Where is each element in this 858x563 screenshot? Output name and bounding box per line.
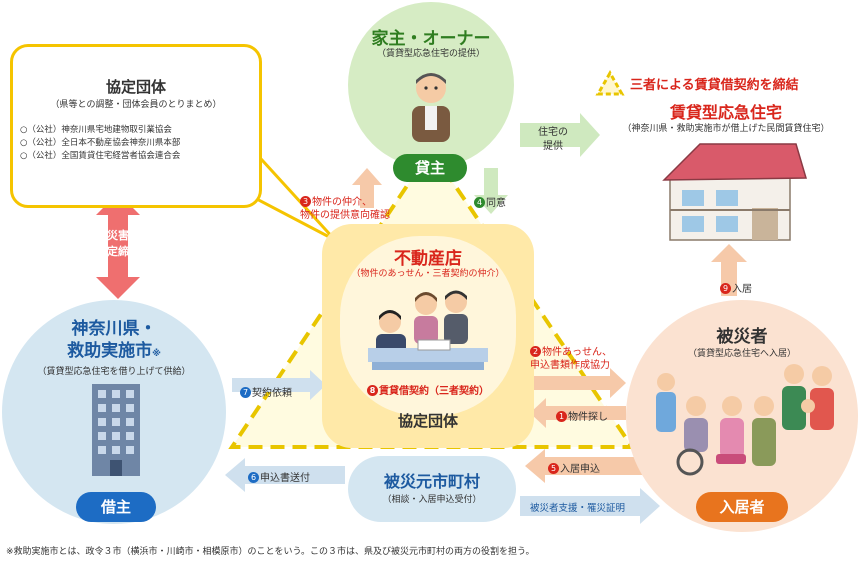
housing-provision-line1: 住宅の bbox=[538, 127, 568, 138]
step2-number: 2 bbox=[530, 346, 541, 357]
prefecture-badge: 借主 bbox=[76, 492, 156, 522]
victim-title: 被災者 bbox=[716, 327, 768, 347]
victim-subtitle: （賃貸型応急住宅へ入居） bbox=[687, 349, 796, 359]
step7-arrow bbox=[232, 370, 326, 400]
step8-number: 8 bbox=[367, 385, 378, 396]
victim-badge: 入居者 bbox=[696, 492, 788, 522]
disaster-agreement-line1: 災害 bbox=[107, 229, 129, 242]
housing-provision-label: 住宅の 提供 bbox=[528, 126, 578, 154]
member-item: ○（公社）全日本不動産協会神奈川県本部 bbox=[20, 138, 181, 148]
evacuee-family-icon bbox=[650, 362, 840, 480]
agreement-group-callout bbox=[10, 44, 262, 208]
step4-text: 同意 bbox=[486, 198, 506, 209]
step7-number: 7 bbox=[240, 387, 251, 398]
realestate-group-label: 協定団体 bbox=[397, 412, 458, 430]
prefecture-title: 神奈川県・ 救助実施市※ bbox=[2, 318, 226, 365]
housing-provision-line2: 提供 bbox=[543, 141, 563, 152]
owner-person-icon bbox=[406, 66, 456, 142]
step6-text: 申込書送付 bbox=[260, 473, 310, 484]
agreement-group-members: ○（公社）神奈川県宅地建物取引業協会 ○（公社）全日本不動産協会神奈川県本部 ○… bbox=[20, 124, 180, 163]
step6-arrow bbox=[225, 458, 345, 492]
realestate-subtitle: （物件のあっせん・三者契約の仲介） bbox=[351, 269, 505, 279]
prefecture-line2: 救助実施市 bbox=[67, 341, 153, 361]
apartment-building-icon bbox=[660, 138, 810, 242]
housing-title: 賃貸型応急住宅 bbox=[669, 103, 782, 122]
office-building-icon bbox=[86, 384, 146, 476]
step9-arrow bbox=[711, 244, 747, 296]
municipality-title: 被災元市町村 bbox=[383, 472, 480, 491]
agreement-group-subtitle: （県等との調整・団体会員のとりまとめ） bbox=[50, 100, 222, 110]
disaster-agreement-label: 災害 協定締結 bbox=[88, 228, 148, 260]
agreement-group-title: 協定団体 bbox=[105, 78, 166, 96]
step3-arrow bbox=[352, 168, 382, 208]
step1-text: 物件探し bbox=[568, 412, 608, 423]
step5-text: 入居申込 bbox=[560, 464, 600, 475]
disaster-agreement-line2: 協定締結 bbox=[96, 245, 140, 258]
footnote: ※救助実施市とは、政令３市（横浜市・川崎市・相模原市）のことをいう。この３市は、… bbox=[6, 547, 535, 557]
member-item: ○（公社）神奈川県宅地建物取引業協会 bbox=[20, 125, 172, 135]
owner-subtitle: （賃貸型応急住宅の提供） bbox=[376, 49, 485, 59]
realtor-scene-icon bbox=[368, 282, 488, 374]
step2-text-line1: 物件あっせん、 bbox=[542, 347, 612, 358]
step5-number: 5 bbox=[548, 463, 559, 474]
step5-arrow bbox=[525, 449, 652, 483]
step2-text-line2: 申込書類作成協力 bbox=[530, 360, 610, 371]
step6-number: 6 bbox=[248, 472, 259, 483]
step1-arrow bbox=[530, 398, 626, 428]
step9-number: 9 bbox=[720, 283, 731, 294]
step9-text: 入居 bbox=[732, 284, 752, 295]
step3-text-line1: 物件の仲介、 bbox=[312, 197, 372, 208]
prefecture-subtitle: （賃貸型応急住宅を借り上げて供給） bbox=[37, 367, 191, 377]
prefecture-line1: 神奈川県・ bbox=[71, 319, 157, 339]
step2-arrow bbox=[530, 368, 626, 398]
disaster-agreement-arrow bbox=[96, 193, 140, 299]
step3-text-line2: 物件の提供意向確認 bbox=[300, 210, 390, 221]
housing-provision-arrow bbox=[520, 113, 600, 157]
realestate-title: 不動産店 bbox=[394, 249, 462, 269]
support-label: 被災者支援・罹災証明 bbox=[530, 503, 626, 514]
support-arrow bbox=[520, 488, 660, 524]
municipality-subtitle: （相談・入居申込受付） bbox=[382, 495, 482, 505]
step1-number: 1 bbox=[556, 411, 567, 422]
prefecture-note-mark: ※ bbox=[152, 349, 161, 359]
step7-text: 契約依頼 bbox=[252, 388, 292, 399]
owner-title: 家主・オーナー bbox=[371, 29, 491, 49]
owner-badge: 貸主 bbox=[393, 154, 467, 182]
legend-triangle-icon bbox=[595, 69, 625, 96]
municipality-box bbox=[348, 456, 516, 522]
step3-number: 3 bbox=[300, 196, 311, 207]
member-item: ○（公社）全国賃貸住宅経営者協会連合会 bbox=[20, 151, 181, 161]
legend-text: 三者による賃貸借契約を締結 bbox=[630, 78, 799, 93]
contract-text: 賃貸借契約（三者契約） bbox=[379, 386, 489, 397]
housing-subtitle: （神奈川県・救助実施市が借上げた民間賃貸住宅） bbox=[622, 124, 830, 134]
step4-number: 4 bbox=[474, 197, 485, 208]
